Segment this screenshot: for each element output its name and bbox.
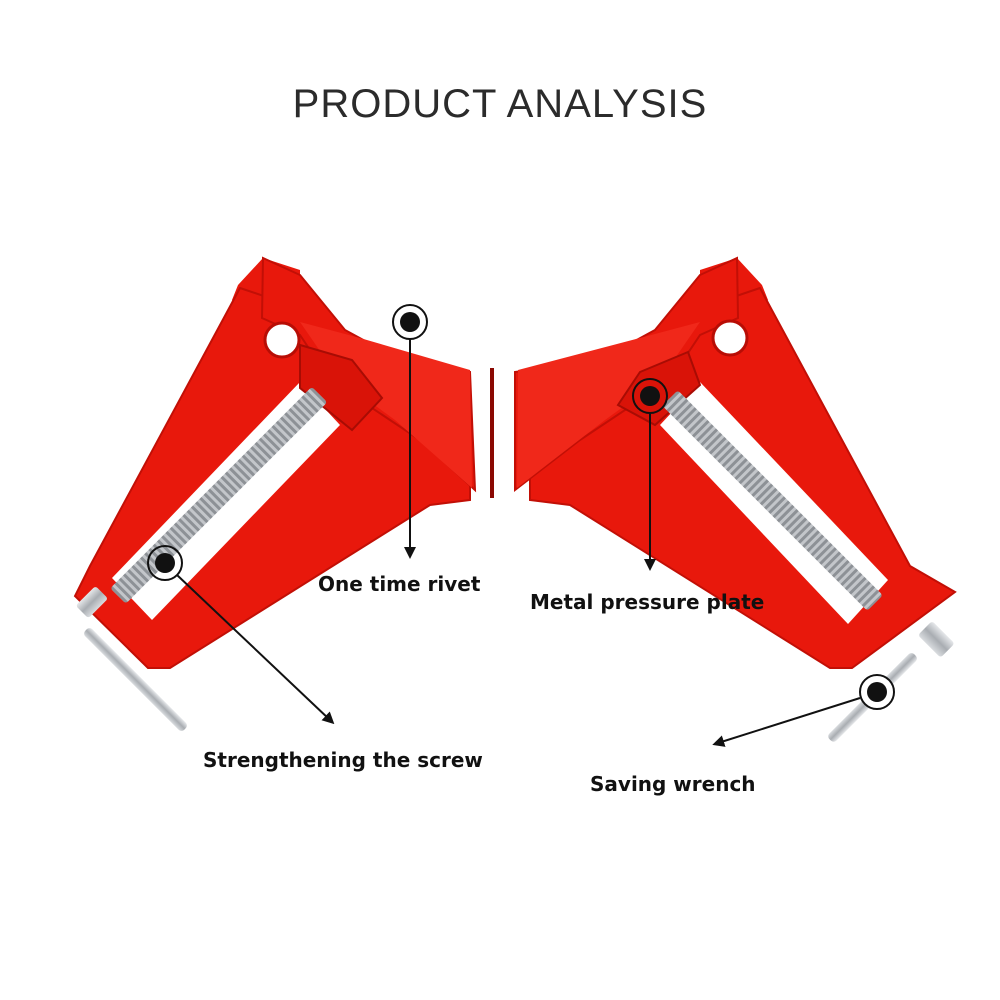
label-one-time-rivet: One time rivet [318, 572, 481, 596]
rivet-callout-marker [392, 304, 428, 559]
screw-callout-marker [147, 545, 335, 725]
label-metal-pressure-plate: Metal pressure plate [530, 590, 765, 614]
label-strengthening-screw: Strengthening the screw [203, 748, 483, 772]
plate-callout-marker [632, 378, 668, 571]
label-saving-wrench: Saving wrench [590, 772, 756, 796]
left-clamp-body [73, 256, 477, 669]
left-screw [76, 387, 327, 731]
page-title: PRODUCT ANALYSIS [292, 82, 708, 126]
wrench-callout-marker [712, 674, 895, 747]
